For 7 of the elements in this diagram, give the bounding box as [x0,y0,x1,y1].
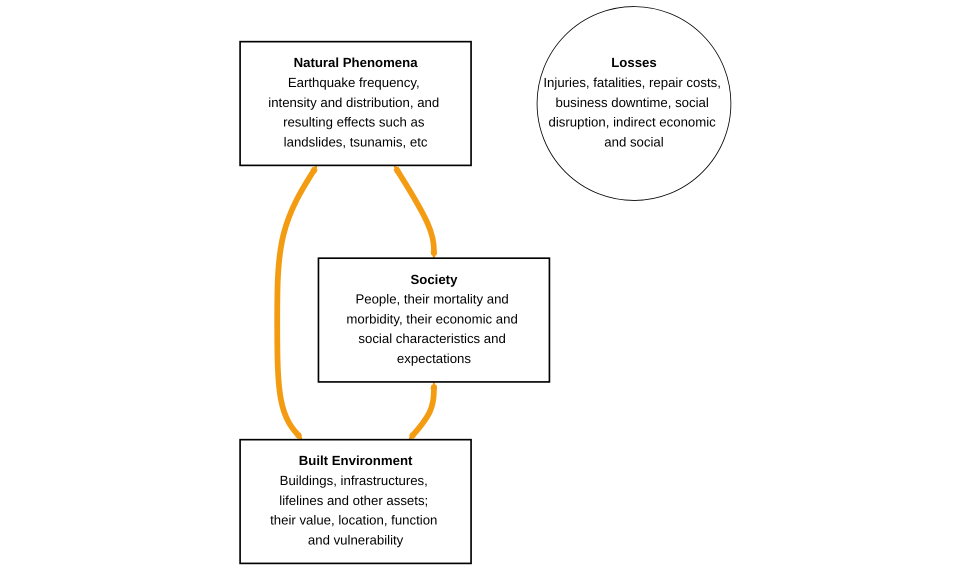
node-box: Built Environment Buildings, infrastructures, lifelines and other assets; their value, location, function and vulnerability [239,438,472,564]
node-box: Society People, their mortality and morbidity, their economic and social characteristics and expectations [318,257,550,383]
arrow [393,165,438,259]
node-box: Natural Phenomena Earthquake frequency, intensity and distribution, and resulting effects such as landslides, tsunamis, etc [239,40,472,166]
arrow [274,165,318,440]
arrow [408,382,438,440]
node-circle: Losses Injuries, fatalities, repair costs, business downtime, social disruption, indirect economic and social [536,6,732,201]
